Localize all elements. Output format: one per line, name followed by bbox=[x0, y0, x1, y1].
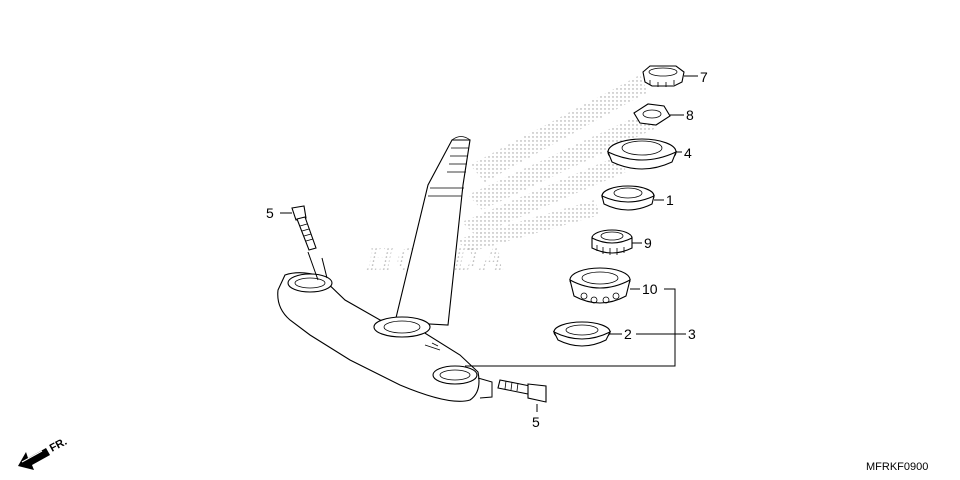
callout-5-upper: 5 bbox=[266, 205, 274, 221]
callout-10: 10 bbox=[642, 281, 658, 297]
part-8-lock-washer bbox=[633, 103, 671, 126]
part-2-lower-race bbox=[552, 321, 612, 347]
lower-triple-clamp bbox=[277, 272, 480, 402]
callout-7: 7 bbox=[700, 69, 708, 85]
bolt-lower-right bbox=[477, 377, 547, 403]
callout-8: 8 bbox=[686, 107, 694, 123]
steering-stem bbox=[394, 136, 471, 326]
figure-code: MFRKF0900 bbox=[866, 461, 928, 473]
callout-2: 2 bbox=[624, 326, 632, 342]
front-direction-arrow: FR. bbox=[18, 436, 69, 470]
part-9-upper-bearing bbox=[591, 229, 633, 255]
front-direction-label: FR. bbox=[48, 436, 69, 455]
callout-5-lower: 5 bbox=[532, 414, 540, 430]
part-10-lower-bearing bbox=[569, 267, 631, 304]
leader-lines bbox=[280, 75, 698, 412]
part-4-adjuster-nut bbox=[606, 138, 678, 170]
callout-3: 3 bbox=[688, 326, 696, 342]
callout-1: 1 bbox=[666, 192, 674, 208]
part-1-dust-seal bbox=[601, 185, 655, 211]
bolt-upper-left bbox=[291, 205, 328, 281]
callout-4: 4 bbox=[684, 145, 692, 161]
callout-9: 9 bbox=[644, 235, 652, 251]
part-7-lock-nut bbox=[642, 65, 685, 87]
